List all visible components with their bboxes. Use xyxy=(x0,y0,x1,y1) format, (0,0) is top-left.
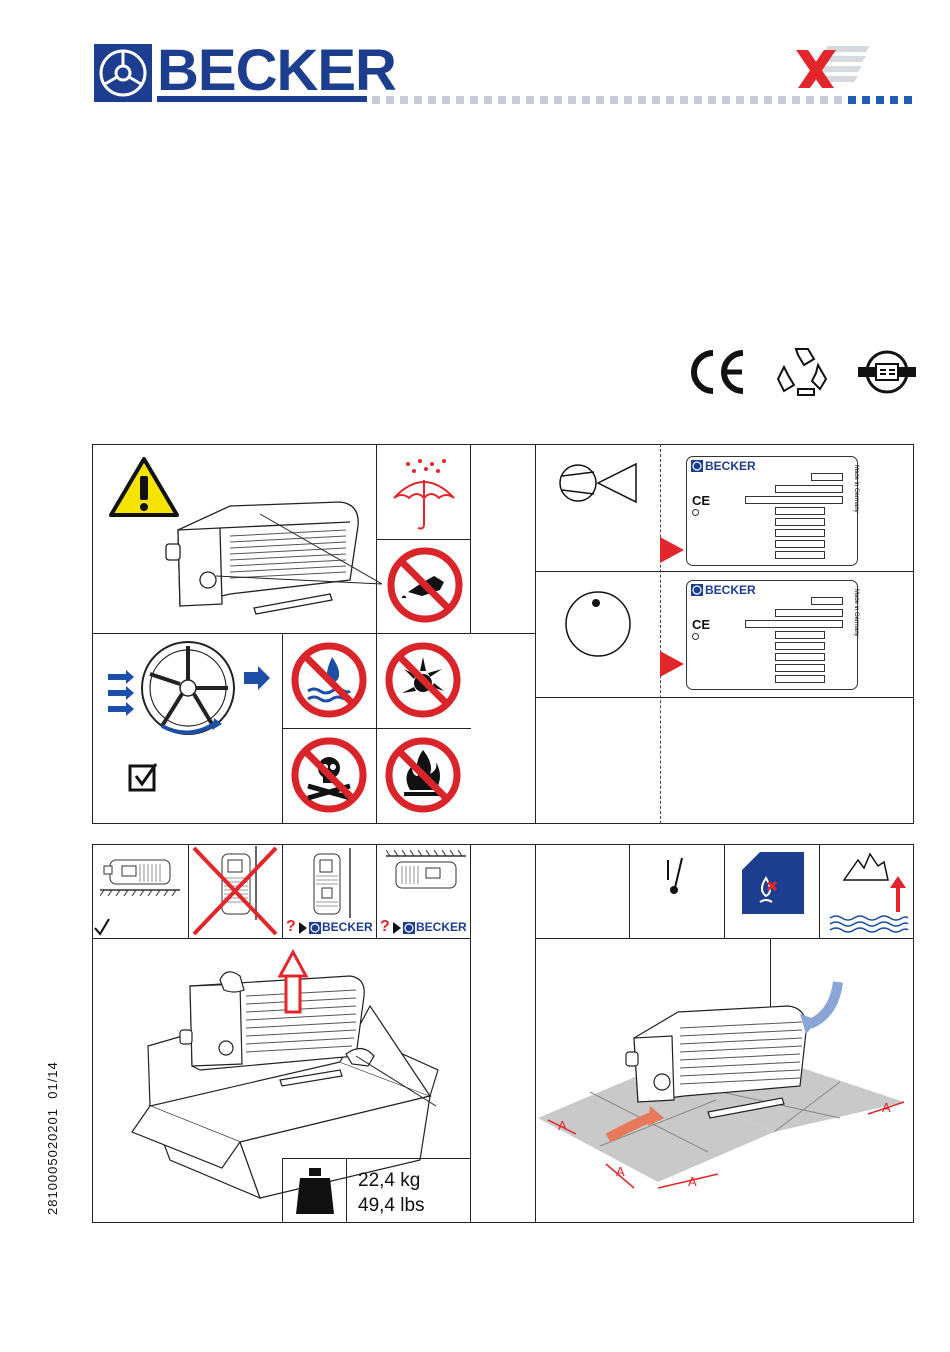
horizontal-mount-icon xyxy=(100,852,180,896)
nameplate-logo-icon xyxy=(691,460,703,472)
pump-drawing xyxy=(160,500,382,620)
nameplate-hole xyxy=(692,509,699,516)
weight-icon xyxy=(296,1168,334,1214)
clearance-label: A xyxy=(882,1100,891,1115)
no-water-icon xyxy=(290,641,368,719)
ask-becker-marker: ? BECKER xyxy=(378,920,470,937)
x-series-logo-icon xyxy=(794,44,870,92)
installation-clearance-illustration: A A A A xyxy=(538,942,912,1220)
nameplate-logo-icon xyxy=(691,584,703,596)
weight-values: 22,4 kg 49,4 lbs xyxy=(358,1168,425,1218)
nameplate-origin: Made in Germany xyxy=(853,465,859,513)
marker-brand: BECKER xyxy=(322,920,373,934)
checkbox-checked-icon xyxy=(128,762,158,792)
weight-kg: 22,4 kg xyxy=(358,1168,425,1193)
nameplate-ce: CE xyxy=(692,617,710,632)
nameplate-ce: CE xyxy=(692,493,710,508)
clearance-label: A xyxy=(616,1164,625,1179)
no-flammable-icon xyxy=(384,736,462,814)
doc-number: 2810005020201 xyxy=(45,1108,60,1215)
dashed-divider xyxy=(660,444,661,824)
humidity-icon xyxy=(742,852,804,914)
marker-arrow-icon xyxy=(393,922,401,934)
brand-underline xyxy=(157,96,367,102)
no-explosive-icon xyxy=(384,641,462,719)
vertical-mount-prohibited-icon xyxy=(190,846,280,936)
document-code: 2810005020201 01/14 xyxy=(45,1061,60,1215)
gs-mark-icon xyxy=(858,350,916,394)
check-icon xyxy=(94,918,110,936)
nameplate-brand: BECKER xyxy=(705,459,756,473)
nameplate-compressor: BECKER CE Made in Germany xyxy=(686,580,858,690)
header-dotted-rule xyxy=(372,96,912,104)
ask-becker-marker: ? BECKER xyxy=(284,920,376,937)
question-mark: ? xyxy=(380,918,390,936)
ceiling-mount-icon xyxy=(386,848,466,898)
marker-logo-icon xyxy=(309,922,321,934)
pointer-arrow-icon xyxy=(660,537,684,563)
keep-dry-icon xyxy=(384,456,464,534)
no-toxic-icon xyxy=(290,736,368,814)
weight-lbs: 49,4 lbs xyxy=(358,1193,425,1218)
marker-logo-icon xyxy=(403,922,415,934)
altitude-icon xyxy=(828,850,910,934)
header-dotted-rule-accent xyxy=(848,96,914,104)
brand-name: BECKER xyxy=(157,42,396,100)
recycling-icon xyxy=(774,345,830,397)
temperature-icon xyxy=(660,856,690,896)
vertical-mount-icon xyxy=(294,848,364,918)
question-mark: ? xyxy=(286,918,296,936)
nameplate-origin: Made in Germany xyxy=(853,589,859,637)
clearance-label: A xyxy=(558,1118,567,1133)
flow-direction-diagram xyxy=(102,640,274,740)
becker-logo-icon xyxy=(94,44,152,102)
clearance-label: A xyxy=(688,1174,697,1189)
doc-date: 01/14 xyxy=(45,1061,60,1099)
ce-mark-icon xyxy=(686,349,748,395)
marker-arrow-icon xyxy=(299,922,307,934)
pump-symbol-icon xyxy=(556,460,640,506)
pointer-arrow-icon xyxy=(660,651,684,677)
no-oil-icon xyxy=(386,546,464,624)
nameplate-brand: BECKER xyxy=(705,583,756,597)
nameplate-vacuum: BECKER CE Made in Germany xyxy=(686,456,858,566)
marker-brand: BECKER xyxy=(416,920,467,934)
rotation-gauge-icon xyxy=(562,590,638,660)
nameplate-hole xyxy=(692,633,699,640)
